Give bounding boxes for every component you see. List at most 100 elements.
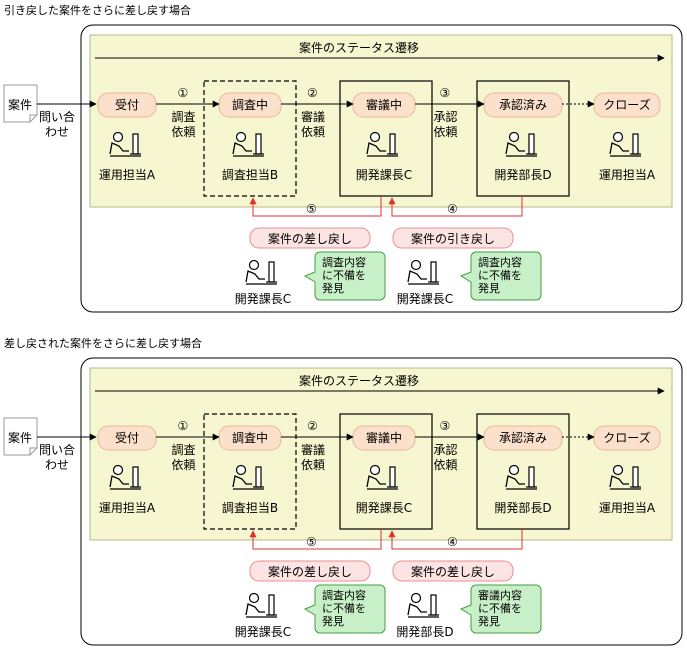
stage-2: 調査中 <box>218 425 282 451</box>
person-icon <box>366 464 398 490</box>
person-name: 運用担当A <box>99 501 156 515</box>
person-name: 運用担当A <box>599 501 656 515</box>
return-number: ⑤ <box>306 535 317 549</box>
stage-label: 調査中 <box>232 430 268 445</box>
reporter-name: 開発課長C <box>235 291 291 306</box>
assignee-box <box>476 80 570 197</box>
balloon-text: に不備を <box>478 269 522 282</box>
step-label: 審議 <box>301 109 325 124</box>
step-label: 依頼 <box>434 124 458 139</box>
person-icon <box>109 464 141 490</box>
document-icon: 案件 <box>3 84 38 123</box>
stage-label: 受付 <box>115 431 139 445</box>
balloon-text: 発見 <box>322 281 344 295</box>
balloon-text: 調査内容 <box>322 588 366 602</box>
stage-label: 調査中 <box>232 97 268 112</box>
person-name: 開発部長D <box>494 500 551 515</box>
step-label: 依頼 <box>301 124 325 139</box>
return-number: ④ <box>447 535 458 549</box>
status-banner: 案件のステータス遷移 <box>299 373 419 388</box>
stage-label: 承認済み <box>499 97 547 112</box>
assignee-box <box>339 413 433 530</box>
inquiry-label: わせ <box>45 458 69 472</box>
step-label: 調査 <box>172 110 196 124</box>
return-arrows <box>249 529 523 550</box>
section-heading: 差し戻された案件をさらに差し戻す場合 <box>4 336 202 350</box>
person-name: 開発課長C <box>356 500 412 515</box>
return-arrows <box>249 196 523 217</box>
person-icon <box>609 131 641 157</box>
return-label-text: 案件の差し戻し <box>268 231 352 246</box>
inquiry-label: 問い合 <box>39 109 75 124</box>
person-name: 開発課長C <box>356 167 412 182</box>
step-label: 依頼 <box>434 457 458 472</box>
step-number: ③ <box>440 419 451 433</box>
stage-label: 審議中 <box>366 430 402 445</box>
return-number: ④ <box>447 202 458 216</box>
section-2-flow: 案件問い合わせ受付調査中審議中承認済みクローズ①調査依頼②審議依頼③承認依頼運用… <box>3 413 661 639</box>
step-label: 依頼 <box>172 124 196 139</box>
stage-label: クローズ <box>603 97 650 112</box>
balloon-text: 発見 <box>478 614 500 628</box>
stage-label: 承認済み <box>499 430 547 445</box>
balloon-text: 発見 <box>322 614 344 628</box>
return-label: 案件の差し戻し <box>249 227 371 249</box>
person-icon <box>245 592 277 618</box>
assignee-box <box>339 80 433 197</box>
return-label-text: 案件の差し戻し <box>411 564 495 579</box>
person-icon <box>232 131 264 157</box>
balloon-text: 審議内容 <box>478 588 522 602</box>
stage-5: クローズ <box>593 92 661 118</box>
document-label: 案件 <box>8 430 32 445</box>
person-icon <box>245 259 277 285</box>
step-number: ③ <box>440 86 451 100</box>
balloon-text: に不備を <box>322 602 366 615</box>
document-icon: 案件 <box>3 417 38 456</box>
inquiry-label: 問い合 <box>39 442 75 457</box>
section-heading: 引き戻した案件をさらに差し戻す場合 <box>4 3 191 17</box>
document-label: 案件 <box>8 97 32 112</box>
stage-label: 受付 <box>115 98 139 112</box>
stage-4: 承認済み <box>483 425 563 451</box>
stage-3: 審議中 <box>352 92 416 118</box>
stage-1: 受付 <box>97 425 157 451</box>
person-icon <box>232 464 264 490</box>
person-icon <box>366 131 398 157</box>
assignee-box-dashed <box>203 413 297 530</box>
person-name: 運用担当A <box>599 168 656 182</box>
balloon-text: 発見 <box>478 281 500 295</box>
stage-5: クローズ <box>593 425 661 451</box>
balloon-text: 調査内容 <box>478 255 522 269</box>
stage-4: 承認済み <box>483 92 563 118</box>
return-label: 案件の差し戻し <box>392 560 514 582</box>
step-label: 依頼 <box>172 457 196 472</box>
person-icon <box>109 131 141 157</box>
stage-label: クローズ <box>603 430 650 445</box>
person-icon <box>609 464 641 490</box>
status-panel <box>89 34 673 208</box>
status-banner: 案件のステータス遷移 <box>299 40 419 55</box>
step-label: 審議 <box>301 442 325 457</box>
step-number: ② <box>307 419 318 433</box>
assignee-box <box>476 413 570 530</box>
step-label: 承認 <box>434 442 458 457</box>
stage-label: 審議中 <box>366 97 402 112</box>
reporter-name: 開発課長C <box>235 624 291 639</box>
balloon-text: に不備を <box>478 602 522 615</box>
person-icon <box>407 592 439 618</box>
return-label: 案件の引き戻し <box>392 227 514 249</box>
person-name: 開発部長D <box>494 167 551 182</box>
step-number: ② <box>307 86 318 100</box>
person-name: 調査担当B <box>222 501 278 515</box>
return-label-text: 案件の引き戻し <box>411 231 495 246</box>
reporter-name: 開発部長D <box>396 624 453 639</box>
step-number: ① <box>178 86 189 100</box>
assignee-box-dashed <box>203 80 297 197</box>
person-name: 運用担当A <box>99 168 156 182</box>
balloon-text: に不備を <box>322 269 366 282</box>
return-label-text: 案件の差し戻し <box>268 564 352 579</box>
